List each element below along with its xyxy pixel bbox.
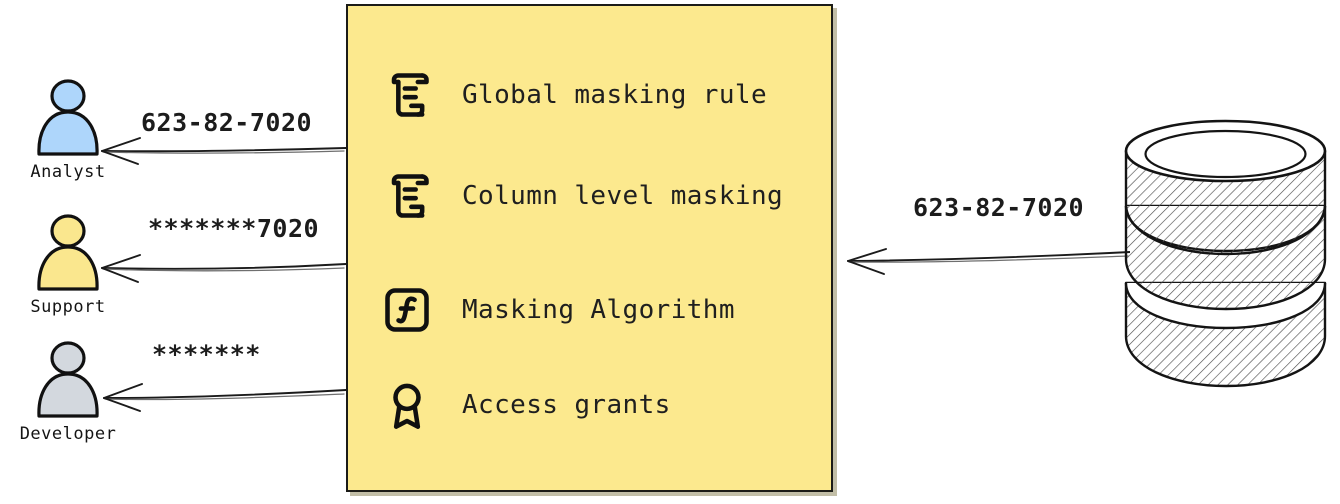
masking-item-label: Access grants [462, 390, 671, 420]
flow-label-analyst: 623-82-7020 [141, 108, 313, 137]
scroll-icon [378, 167, 436, 225]
actor-label: Analyst [30, 162, 106, 182]
flow-arrow-from-database [840, 236, 1130, 276]
masking-panel: Global masking rule Column level masking… [346, 4, 833, 492]
flow-arrow-to-support [96, 245, 346, 289]
actor-label: Developer [19, 424, 117, 444]
person-icon [37, 79, 99, 156]
actor-developer: Developer [8, 340, 128, 444]
actor-label: Support [30, 297, 106, 317]
masking-item-label: Global masking rule [462, 80, 768, 110]
flow-label-developer: ******* [152, 340, 261, 369]
person-icon [37, 341, 99, 418]
flow-label-source: 623-82-7020 [913, 193, 1085, 222]
flow-arrow-to-developer [96, 372, 346, 416]
flow-label-support: *******7020 [148, 214, 320, 243]
actor-support: Support [8, 213, 128, 317]
masking-item-label: Column level masking [462, 181, 784, 211]
flow-arrow-to-analyst [96, 128, 346, 172]
masking-item-column-level-masking: Column level masking [378, 167, 783, 225]
masking-item-label: Masking Algorithm [462, 295, 735, 325]
scroll-icon [378, 66, 436, 124]
masking-item-masking-algorithm: Masking Algorithm [378, 281, 735, 339]
masking-item-global-masking-rule: Global masking rule [378, 66, 767, 124]
award-ribbon-icon [378, 376, 436, 434]
masking-item-access-grants: Access grants [378, 376, 671, 434]
function-icon [378, 281, 436, 339]
person-icon [37, 214, 99, 291]
actor-analyst: Analyst [8, 78, 128, 182]
database-icon [1118, 118, 1333, 403]
